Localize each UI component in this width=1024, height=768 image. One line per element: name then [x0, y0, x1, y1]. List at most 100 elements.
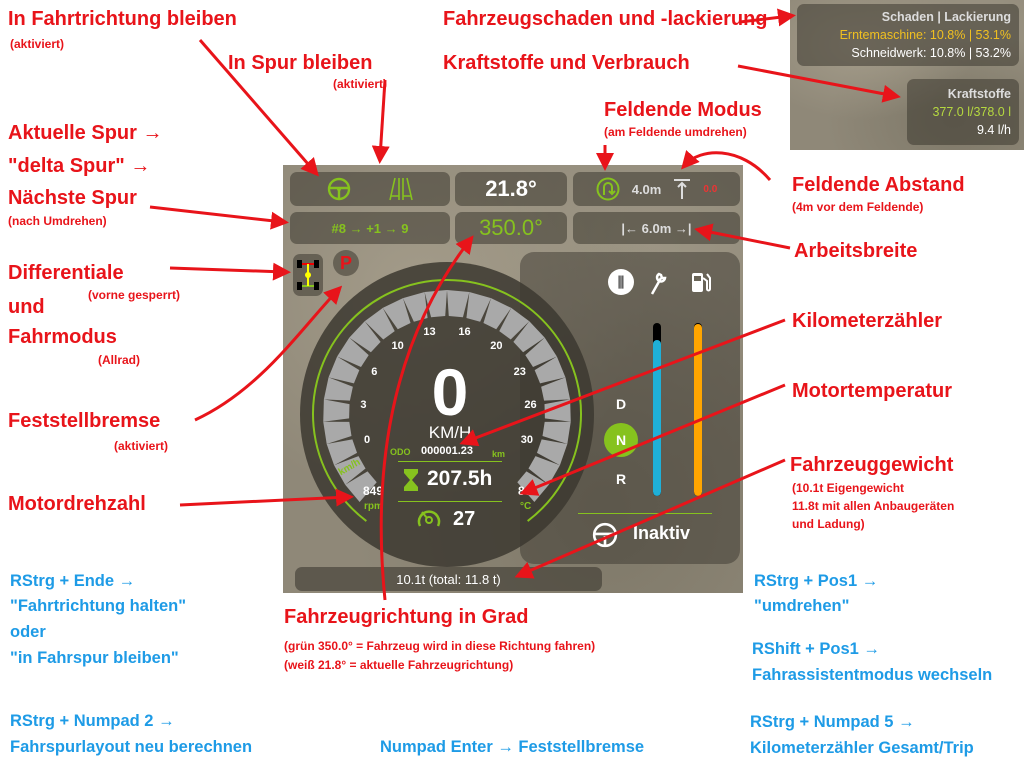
lane-sequence-text: #8 → +1 → 9 — [331, 220, 409, 236]
parking-brake-indicator[interactable]: P — [333, 250, 359, 276]
assist-status[interactable]: Inaktiv — [633, 523, 691, 543]
scale-tick-label: 20 — [490, 340, 503, 353]
fuel-title: Kraftstoffe — [947, 87, 1011, 101]
annotation: Differentiale — [8, 262, 124, 284]
annotation: 11.8t mit allen Anbaugeräten — [792, 499, 955, 513]
gauge-segment — [513, 321, 545, 353]
current-heading: 21.8° — [455, 172, 567, 206]
annotation: Arbeitsbreite — [794, 240, 918, 262]
odo-unit: km — [492, 449, 506, 459]
divider — [398, 501, 502, 502]
fuel-bar — [694, 323, 702, 496]
current-heading-value: 21.8° — [485, 176, 537, 201]
damage-title: Schaden | Lackierung — [881, 10, 1011, 24]
annotation: (aktiviert) — [10, 37, 65, 51]
lane-sequence: #8 → +1 → 9 — [290, 212, 450, 244]
gauge-segment — [334, 456, 366, 485]
damage-bar — [653, 323, 661, 496]
annotation: Fahrzeuggewicht — [790, 454, 954, 476]
gauge-segment — [499, 307, 530, 340]
gauge-segment — [542, 421, 571, 444]
fuel-pump-icon — [692, 273, 711, 292]
shortcut-hint: Numpad Enter → Feststellbremse — [380, 738, 645, 756]
gauge-segment — [536, 439, 568, 466]
gauge-segment — [328, 356, 360, 384]
gauge-segment — [447, 290, 470, 318]
gauge-segment — [323, 377, 353, 401]
rpm-value: 849 — [363, 484, 384, 498]
vehicle-weight-text: 10.1t (total: 11.8 t) — [396, 571, 501, 587]
wrench-icon — [650, 272, 667, 295]
hourglass-icon — [404, 469, 418, 491]
annotation: (aktiviert) — [333, 77, 388, 91]
shortcut-hint: Fahrspurlayout neu berechnen — [10, 738, 253, 756]
working-width-text: |← 6.0m →| — [621, 220, 692, 236]
annotation: Nächste Spur — [8, 187, 137, 209]
field-end-distance: 4.0m — [631, 181, 662, 197]
annotation: Kilometerzähler — [792, 310, 943, 332]
annotation: (4m vor dem Feldende) — [792, 200, 924, 214]
annotation: "delta Spur" → — [8, 155, 151, 177]
differential-icon — [297, 260, 319, 290]
temp-unit: °C — [520, 501, 532, 512]
gauge-segment — [349, 321, 381, 353]
odo-value: 000001.23 — [421, 445, 473, 457]
rpm-unit: rpm — [364, 501, 383, 512]
u-turn-icon[interactable] — [596, 177, 620, 201]
annotation: (nach Umdrehen) — [8, 214, 107, 228]
gear-r[interactable]: R — [615, 471, 627, 487]
shortcut-hint: "Fahrtrichtung halten" — [10, 597, 187, 615]
odo-label[interactable]: ODO — [390, 447, 411, 457]
gauge-segment — [323, 399, 350, 422]
annotation: (10.1t Eigengewicht — [792, 481, 905, 495]
cruise-control-icon — [417, 510, 441, 527]
scale-tick-label: 10 — [391, 340, 404, 353]
parking-brake-label: P — [339, 253, 352, 273]
differential-indicator[interactable] — [293, 254, 323, 296]
annotation: In Spur bleiben — [228, 52, 373, 74]
gauge-segment — [326, 439, 358, 466]
gauge-segment — [402, 292, 428, 322]
speed-value: 0 — [431, 355, 469, 429]
gear-d[interactable]: D — [615, 396, 627, 412]
lane-icon[interactable] — [389, 176, 413, 202]
gauge-segment — [483, 298, 512, 330]
gauge-segment — [528, 456, 560, 485]
annotation: In Fahrtrichtung bleiben — [8, 8, 237, 30]
gauge-segment — [466, 292, 492, 322]
gauge-segment — [541, 377, 571, 401]
operating-hours: 207.5h — [427, 467, 493, 490]
fuel-panel: Kraftstoffe 377.0 l/378.0 l 9.4 l/h — [907, 79, 1019, 145]
steering-wheel-icon[interactable] — [327, 177, 351, 201]
gear-n-label: N — [615, 432, 627, 448]
field-end-panel: 4.0m 0.0 — [573, 172, 740, 206]
annotation: Fahrzeugschaden und -lackierung — [443, 8, 768, 30]
cruise-speed[interactable]: 27 — [453, 508, 476, 530]
target-heading-value: 350.0° — [479, 215, 543, 240]
shortcut-hint: oder — [10, 623, 46, 641]
gearshift-icon: ⫼ — [608, 269, 634, 295]
scale-tick-label: 23 — [513, 366, 526, 378]
annotation: (am Feldende umdrehen) — [604, 125, 747, 139]
shortcut-hint: "umdrehen" — [754, 597, 850, 615]
annotation: (Allrad) — [98, 353, 140, 367]
gauge-arc — [312, 279, 582, 522]
annotation: Aktuelle Spur → — [8, 122, 163, 144]
shortcut-hint: RShift + Pos1 → — [752, 640, 880, 658]
annotation: Motordrehzahl — [8, 493, 146, 515]
annotation: (aktiviert) — [114, 439, 169, 453]
vehicle-weight: 10.1t (total: 11.8 t) — [295, 567, 602, 591]
fuel-level: 377.0 l/378.0 l — [932, 105, 1011, 119]
scale-tick-label: 16 — [458, 325, 471, 338]
gauge-segment — [345, 471, 377, 502]
gauge-segment — [323, 421, 352, 444]
shortcut-hint: RStrg + Ende → — [10, 572, 136, 590]
shortcut-hint: "in Fahrspur bleiben" — [10, 649, 179, 667]
annotation: Motortemperatur — [792, 380, 953, 402]
annotation: und Ladung) — [792, 517, 865, 531]
gauge-segment — [534, 356, 566, 384]
damage-header: Schneidwerk: 10.8% | 53.2% — [851, 46, 1011, 60]
divider — [578, 513, 712, 514]
gauge-segment — [337, 337, 369, 368]
